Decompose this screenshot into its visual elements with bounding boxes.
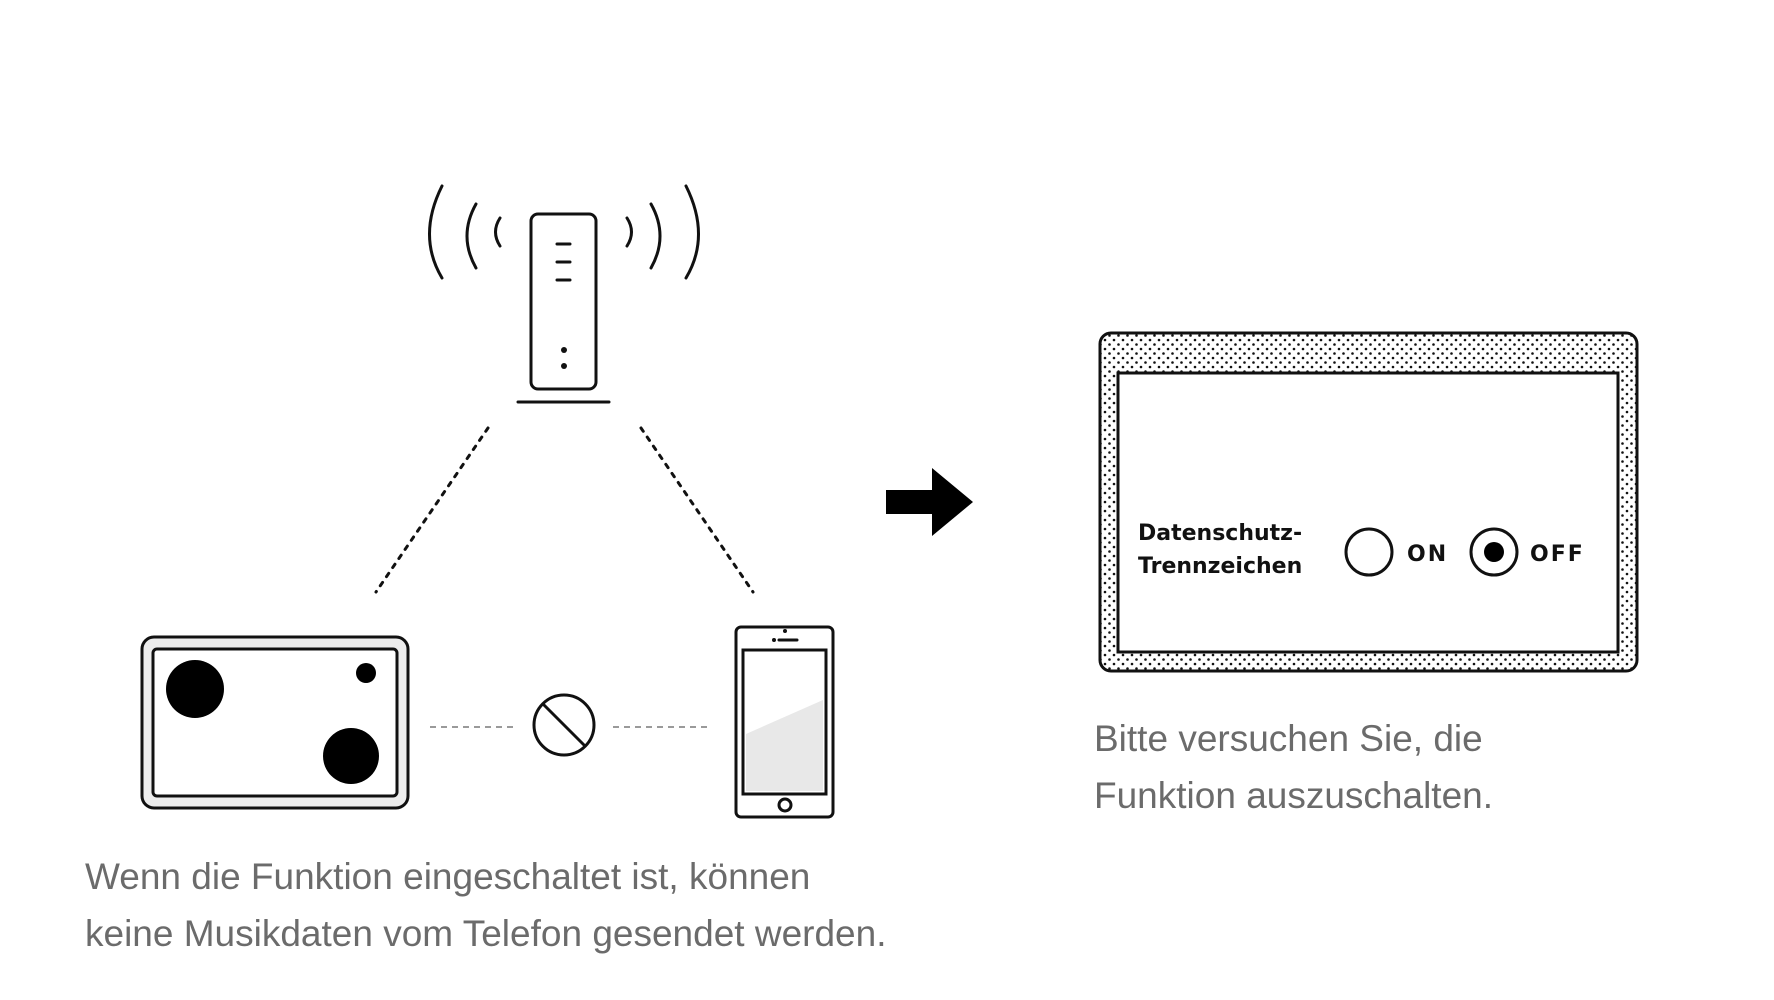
caption-right-line1: Bitte versuchen Sie, die [1094,718,1483,759]
privacy-separator-label-line2: Trennzeichen [1138,554,1302,579]
arrow-right-icon [886,468,973,536]
caption-right: Bitte versuchen Sie, die Funktion auszus… [1094,710,1493,824]
wifi-router-icon [516,212,611,404]
caption-right-line2: Funktion auszuschalten. [1094,775,1494,816]
caption-left-line1: Wenn die Funktion eingeschaltet ist, kön… [85,856,811,897]
wifi-signal-waves [428,184,700,280]
caption-left-line2: keine Musikdaten vom Telefon gesendet we… [85,913,887,954]
caption-left: Wenn die Funktion eingeschaltet ist, kön… [85,848,886,962]
wireless-link-lines [374,426,755,594]
radio-off[interactable]: OFF [1469,527,1585,577]
radio-on[interactable]: ON [1344,527,1448,577]
privacy-separator-label-line1: Datenschutz- [1138,521,1302,546]
radio-off-selected-dot [1484,542,1504,562]
speaker-icon [140,635,410,810]
smartphone-icon [734,625,835,819]
radio-on-label: ON [1407,542,1448,567]
radio-on-circle[interactable] [1344,527,1394,577]
prohibited-icon [532,693,596,757]
settings-panel [1098,331,1639,673]
radio-off-label: OFF [1530,542,1585,567]
